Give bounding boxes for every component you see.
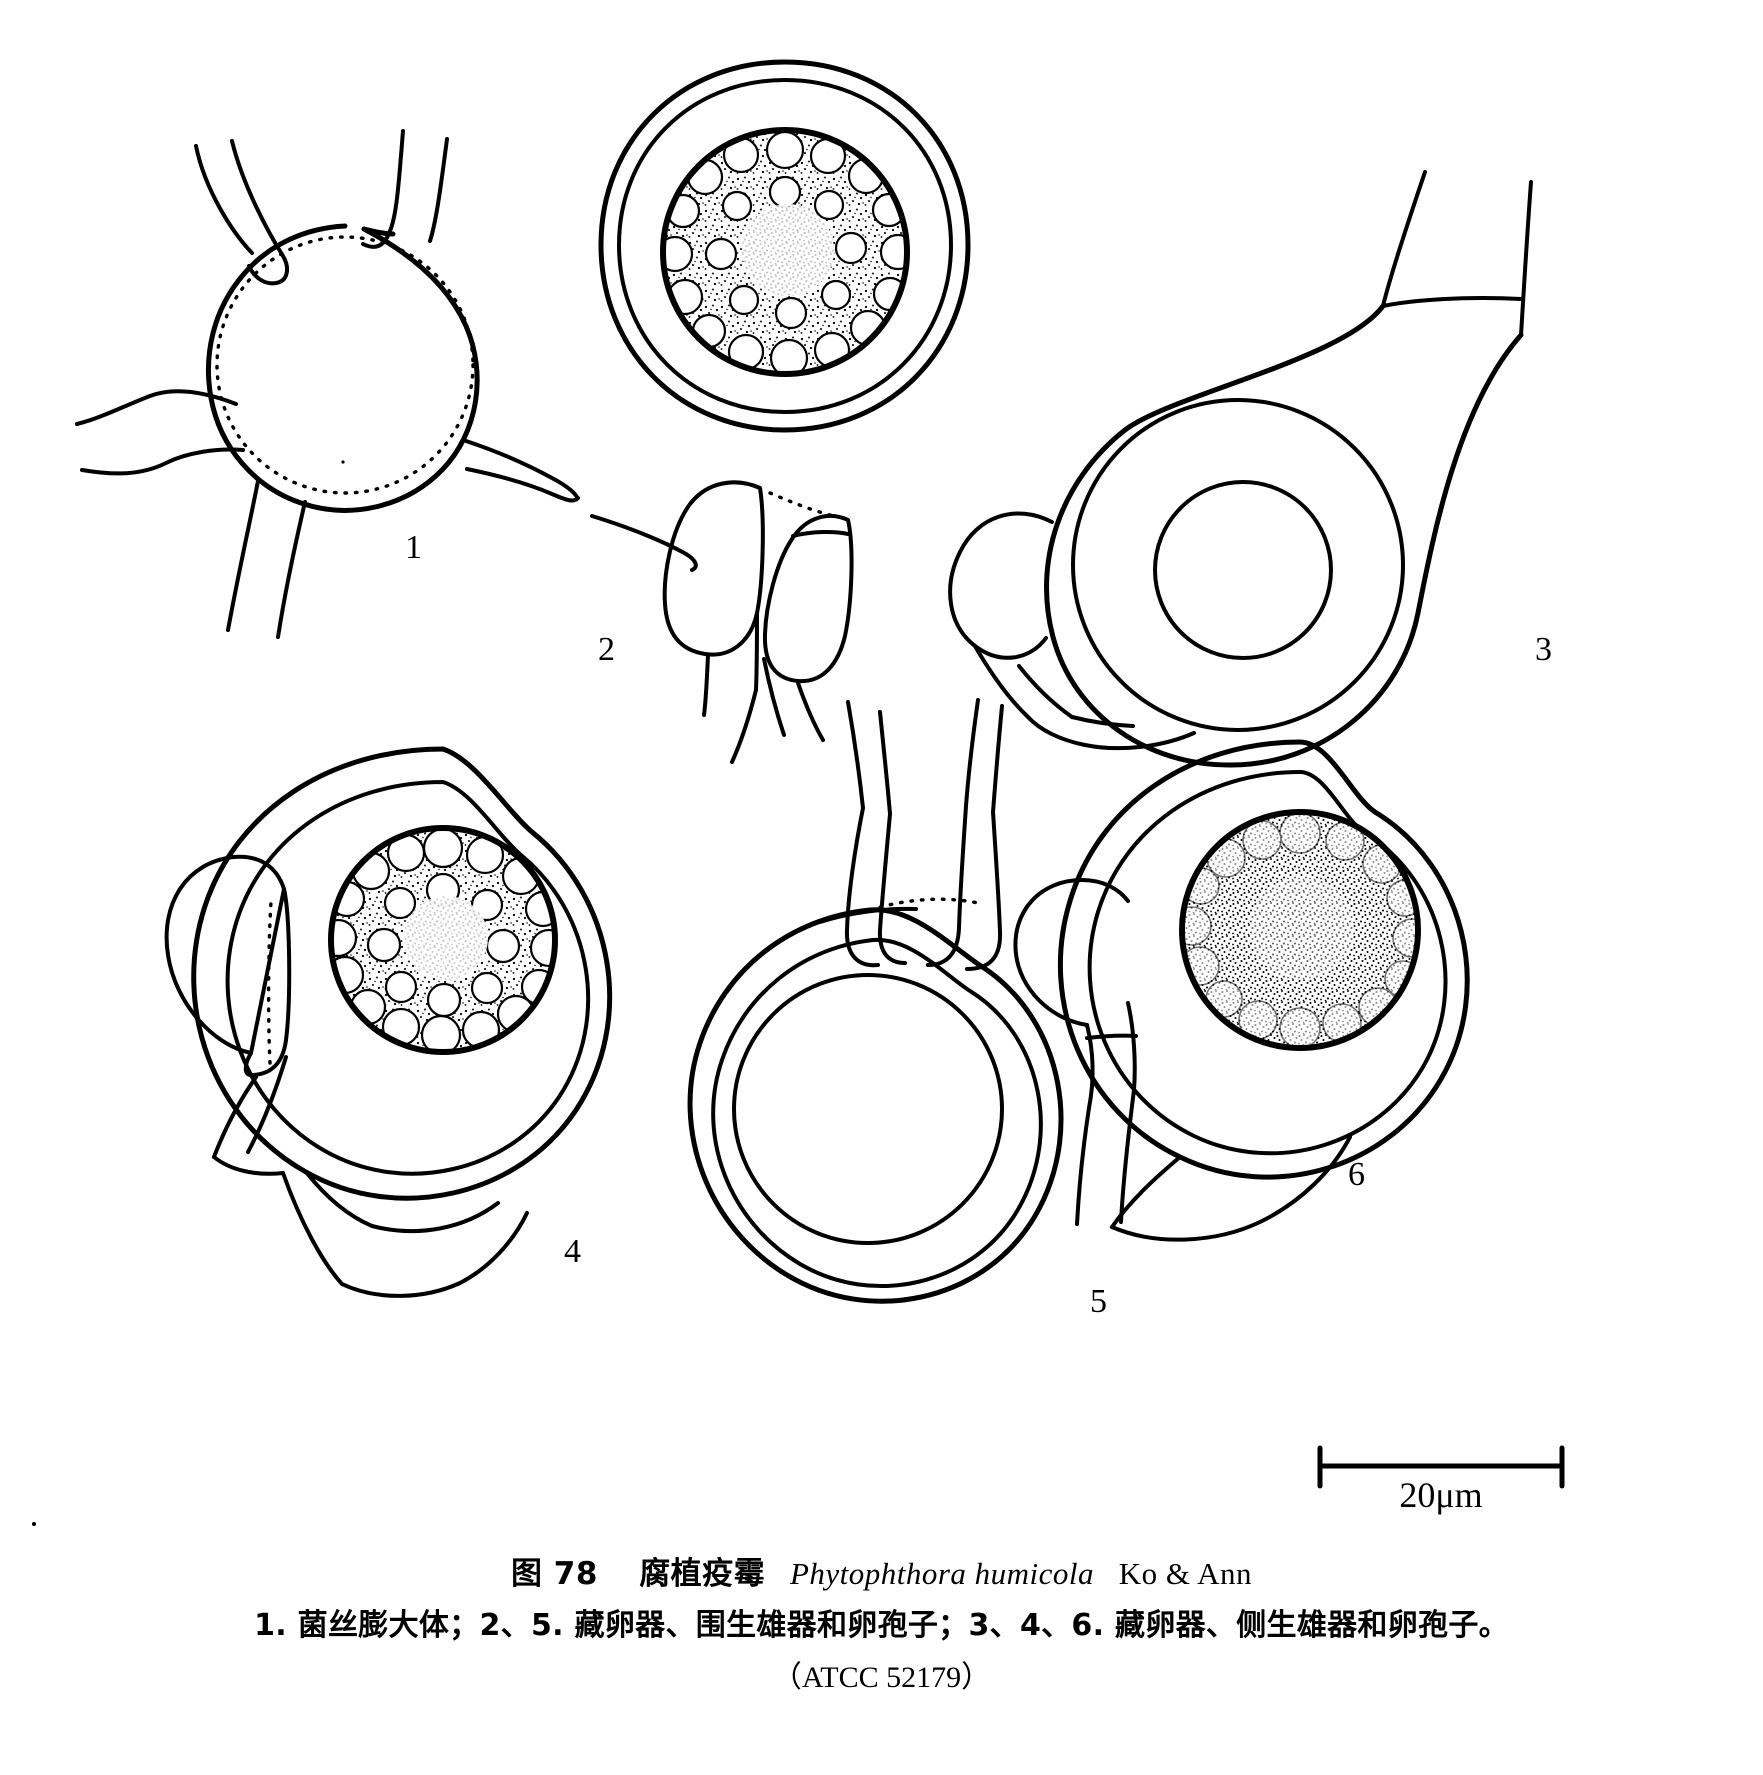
oospore-2 [663, 130, 907, 374]
caption-legend: 1. 菌丝膨大体；2、5. 藏卵器、围生雄器和卵孢子；3、4、6. 藏卵器、侧生… [254, 1608, 1509, 1643]
panel-6-oogonium-paragynous: 6 [1013, 739, 1470, 1242]
caption-species-cn: 腐植疫霉 [639, 1556, 766, 1592]
oogonium-wall-inner-3 [1071, 398, 1405, 732]
oospore-rim-2 [660, 127, 910, 377]
oospore-5 [732, 973, 1004, 1245]
scale-bar-label: 20μm [1399, 1475, 1482, 1515]
oogonium-wall-outer-3 [1044, 303, 1524, 768]
stalk-3-right [1519, 180, 1533, 337]
panel-label-1: 1 [405, 529, 422, 566]
oogonium-wall-outer-4 [191, 746, 613, 1201]
oogonium-wall-outer-6 [1057, 739, 1470, 1180]
panel-2-oogonium-amphigynous: 2 [590, 59, 971, 764]
caption-species-author: Ko & Ann [1118, 1556, 1252, 1591]
scale-bar: 20μm [1317, 1445, 1565, 1515]
oospore-rim-4 [328, 825, 558, 1055]
hypha-5-top-a [846, 700, 865, 810]
panel-4-oogonium-paragynous: 4 [164, 746, 613, 1298]
swelling-outline [206, 223, 480, 513]
hypha-3-c [1083, 731, 1196, 751]
illustration-plate: 1 [32, 59, 1565, 1526]
antheridium-3 [948, 511, 1074, 719]
panel-label-5: 5 [1090, 1283, 1107, 1320]
hyphae-group-1 [75, 129, 580, 639]
hypha-5-top-c [964, 698, 980, 808]
hypha-6-e [1258, 1135, 1352, 1224]
antheridium-6 [1013, 878, 1138, 1110]
oospore-3 [1153, 480, 1333, 660]
caption-species-latin: Phytophthora humicola [789, 1556, 1095, 1591]
panel-1-hyphal-swelling: 1 [75, 129, 580, 639]
hypha-4-d [340, 1281, 462, 1298]
hypha-4-b [370, 1201, 500, 1233]
scan-speck [32, 1522, 36, 1526]
caption-title: 图 78 腐植疫霉 Phytophthora humicola Ko & Ann [0, 1548, 1763, 1600]
hypha-4-e [458, 1211, 529, 1285]
hypha-4-c [281, 1171, 344, 1286]
panel-5-oogonium-amphigynous: 5 [687, 698, 1107, 1320]
hypha-6-d [1110, 1220, 1262, 1242]
free-hypha-2 [590, 514, 698, 572]
hypha-6-b [1075, 1106, 1091, 1226]
oospore-rim-6 [1179, 809, 1421, 1051]
caption-block: 图 78 腐植疫霉 Phytophthora humicola Ko & Ann… [0, 1548, 1763, 1704]
hypha-5-top-d [991, 704, 1004, 814]
antheridium-2 [662, 480, 854, 764]
stalk-3-septum [1381, 295, 1523, 308]
hypha-4-a [304, 1170, 374, 1228]
panel-label-6: 6 [1348, 1156, 1365, 1193]
hypha-5-top-b [878, 710, 892, 816]
oospore-4 [331, 828, 555, 1052]
hypha-6-a [1110, 1155, 1182, 1229]
panel-3-oogonium-paragynous: 3 [948, 170, 1552, 768]
caption-strain: （ATCC 52179） [771, 1661, 992, 1694]
oogonium-wall-outer-5 [687, 907, 1064, 1304]
antheridium-4 [164, 854, 292, 1176]
panel-label-4: 4 [564, 1233, 581, 1270]
hypha-3-b [1070, 715, 1135, 728]
oogonium-wall-inner-5 [711, 937, 1043, 1289]
oogonium-wall-outer-2 [598, 59, 971, 433]
stalk-3-left [1381, 170, 1427, 308]
antheridium-5 [818, 804, 1003, 971]
hypha-3-a [1026, 715, 1087, 747]
panel-label-2: 2 [598, 631, 615, 668]
oogonium-wall-inner-2 [617, 78, 953, 414]
panel-label-3: 3 [1535, 631, 1552, 668]
caption-plate-number: 图 78 [511, 1556, 598, 1592]
hypha-6-c [1119, 1088, 1136, 1224]
interior-speck [341, 460, 345, 464]
oogonium-wall-inner-4 [225, 780, 591, 1176]
swelling-inner-membrane [215, 235, 475, 495]
